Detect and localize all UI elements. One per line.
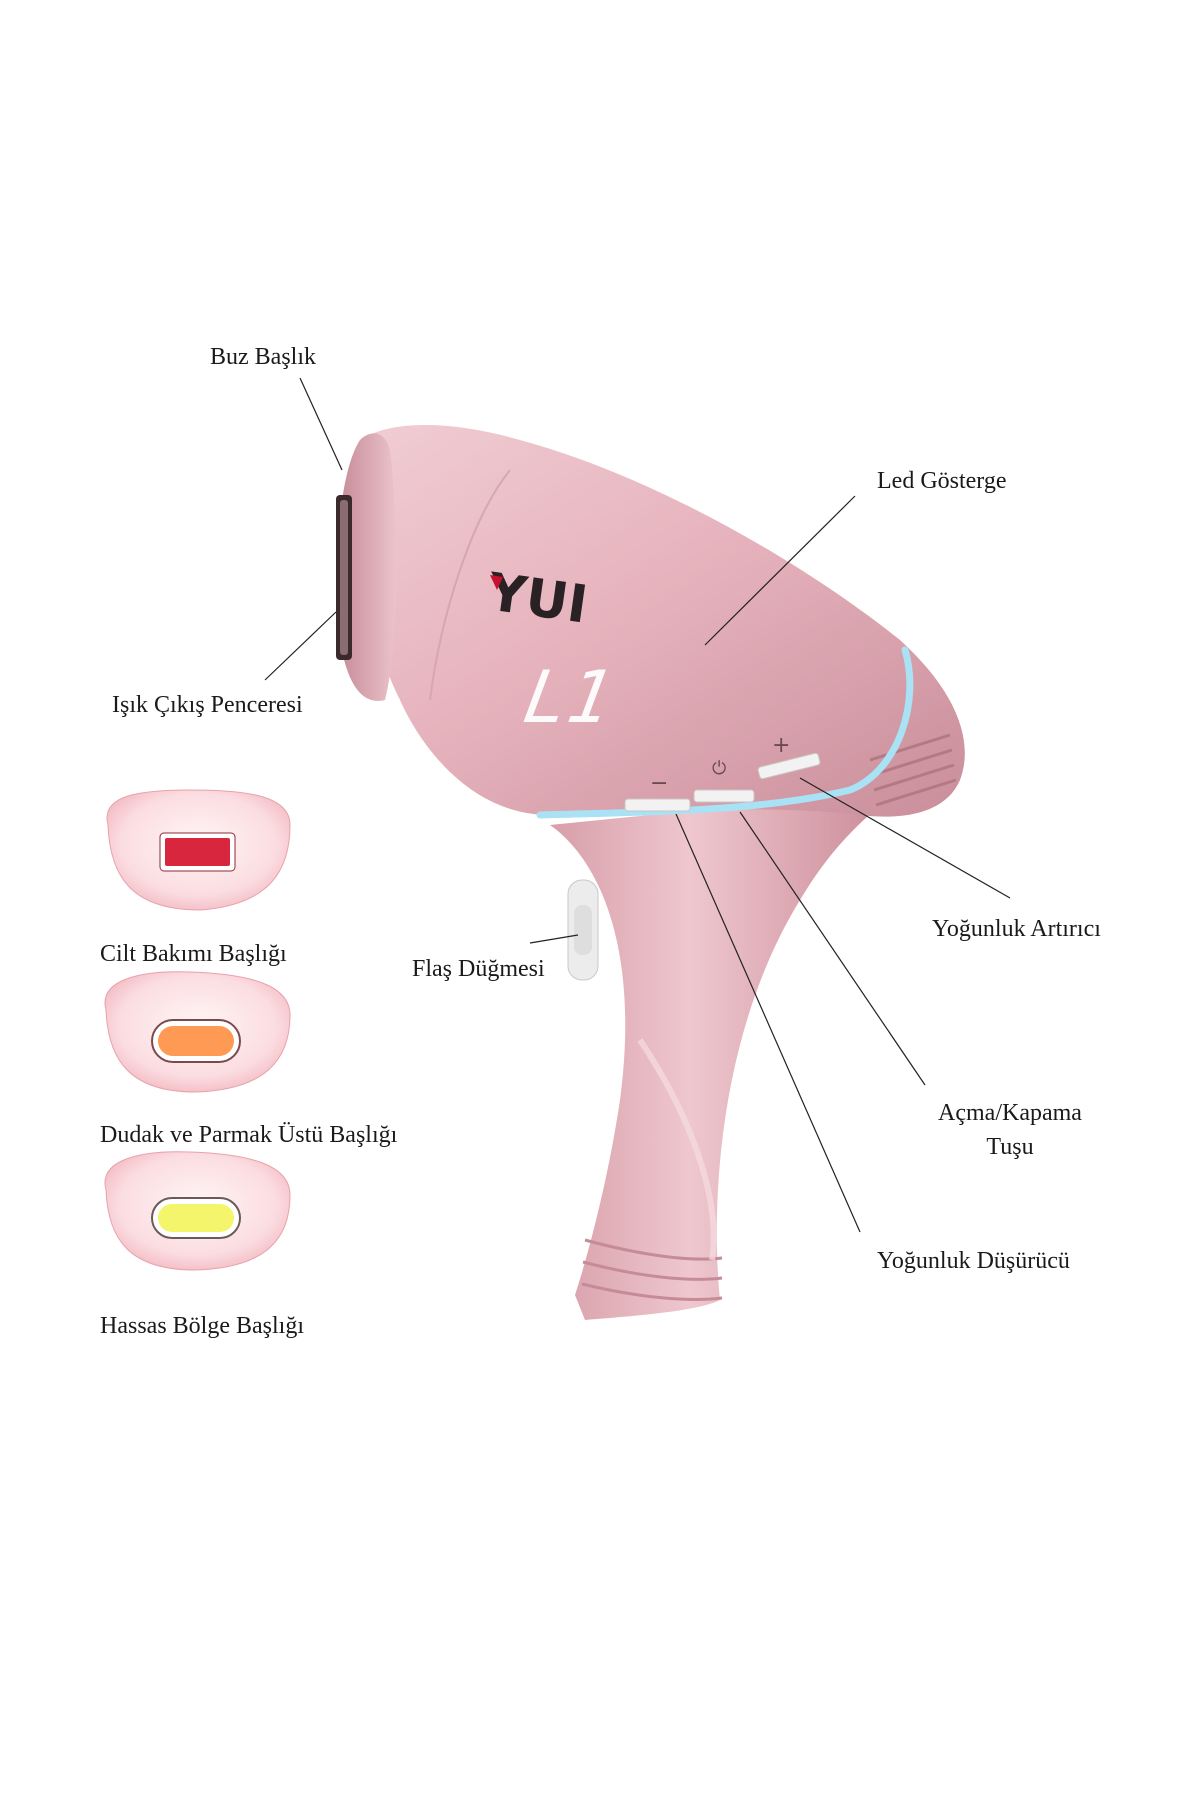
control-panel: − ⏻ +: [624, 733, 821, 812]
logo-accent-mark: [490, 575, 503, 590]
head-skin-care-window: [165, 838, 230, 866]
device-head: [336, 425, 965, 817]
head-lip-finger: [104, 971, 291, 1093]
label-flash-button: Flaş Düğmesi: [412, 956, 545, 982]
label-led-indicator: Led Gösterge: [877, 468, 1007, 494]
head-skin-care: [106, 789, 291, 911]
intensity-down-button[interactable]: [624, 798, 691, 812]
label-head-lip-finger: Dudak ve Parmak Üstü Başlığı: [100, 1122, 398, 1148]
label-head-sensitive: Hassas Bölge Başlığı: [100, 1313, 304, 1339]
label-power-line-2: Tuşu: [986, 1134, 1034, 1160]
label-intensity-up: Yoğunluk Artırıcı: [932, 916, 1101, 942]
flash-button[interactable]: [567, 879, 599, 981]
leader-lines: [264, 377, 1011, 1233]
plus-glyph: +: [772, 733, 790, 758]
head-sensitive-window: [158, 1204, 234, 1232]
power-button[interactable]: [693, 789, 755, 803]
head-sensitive: [104, 1151, 291, 1271]
head-lip-finger-window: [158, 1026, 234, 1056]
label-ice-head: Buz Başlık: [210, 344, 316, 370]
minus-glyph: −: [650, 771, 668, 796]
label-light-window: Işık Çıkış Penceresi: [112, 692, 303, 718]
label-head-skin-care: Cilt Bakımı Başlığı: [100, 941, 287, 967]
brand-logo: YUI: [484, 562, 592, 635]
led-display: L1: [518, 657, 619, 740]
power-icon: ⏻: [712, 758, 726, 779]
label-power-line-1: Açma/Kapama: [938, 1100, 1082, 1126]
label-intensity-down: Yoğunluk Düşürücü: [877, 1248, 1070, 1274]
device-handle: [550, 790, 900, 1320]
intensity-up-button[interactable]: [757, 752, 821, 780]
label-power-button: Açma/Kapama Tuşu: [915, 1096, 1105, 1164]
accent-ring: [536, 646, 914, 819]
